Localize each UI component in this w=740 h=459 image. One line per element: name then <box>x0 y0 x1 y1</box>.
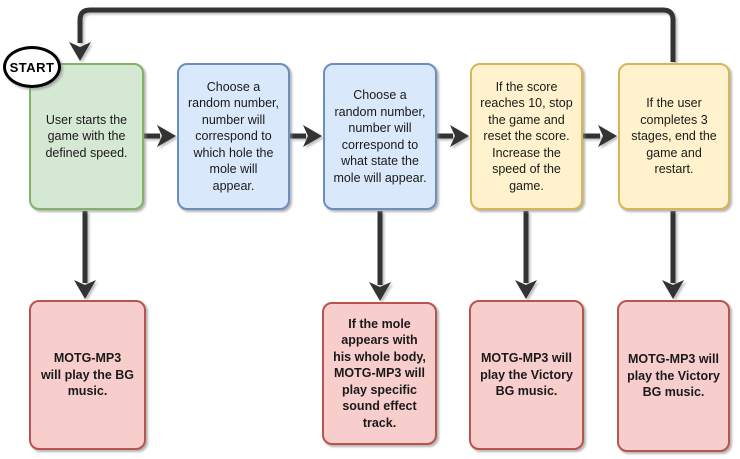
arrowhead-audio4 <box>662 280 684 299</box>
arrowhead-step2 <box>157 125 176 147</box>
node-choose-hole-label: Choose a random number, number will corr… <box>187 79 280 193</box>
arrowhead-step4 <box>450 125 469 147</box>
node-stage-complete-label: If the user completes 3 stages, end the … <box>631 96 717 177</box>
node-choose-state-label: Choose a random number, number will corr… <box>333 88 427 185</box>
node-victory-music-2-label: MOTG-MP3 will play the Victory BG music. <box>627 352 720 400</box>
arrowhead-step3 <box>303 125 322 147</box>
arrowhead-step5 <box>598 125 617 147</box>
node-victory-music-1-label: MOTG-MP3 will play the Victory BG music. <box>480 351 573 399</box>
node-start-game: User starts the game with the defined sp… <box>29 63 144 210</box>
arrowhead-audio3 <box>515 280 537 299</box>
start-label: START <box>9 59 55 75</box>
node-choose-hole: Choose a random number, number will corr… <box>177 63 290 210</box>
node-victory-music-2: MOTG-MP3 will play the Victory BG music. <box>617 300 730 452</box>
node-victory-music-1: MOTG-MP3 will play the Victory BG music. <box>469 300 584 450</box>
start-terminator: START <box>3 46 61 88</box>
node-sound-effect: If the mole appears with his whole body,… <box>322 302 437 445</box>
arrowhead-audio2 <box>369 282 391 301</box>
node-start-game-label: User starts the game with the defined sp… <box>45 112 128 160</box>
node-score-reset: If the score reaches 10, stop the game a… <box>470 63 583 210</box>
node-score-reset-label: If the score reaches 10, stop the game a… <box>480 79 573 193</box>
node-sound-effect-label: If the mole appears with his whole body,… <box>333 316 426 430</box>
node-bg-music: MOTG-MP3 will play the BG music. <box>29 300 146 450</box>
node-choose-state: Choose a random number, number will corr… <box>323 63 437 210</box>
arrowhead-audio1 <box>74 280 96 299</box>
node-bg-music-label: MOTG-MP3 will play the BG music. <box>40 351 135 399</box>
arrowhead-loop-into-start-game <box>69 42 91 61</box>
node-stage-complete: If the user completes 3 stages, end the … <box>618 63 730 210</box>
edge-loop-restart <box>77 7 676 62</box>
